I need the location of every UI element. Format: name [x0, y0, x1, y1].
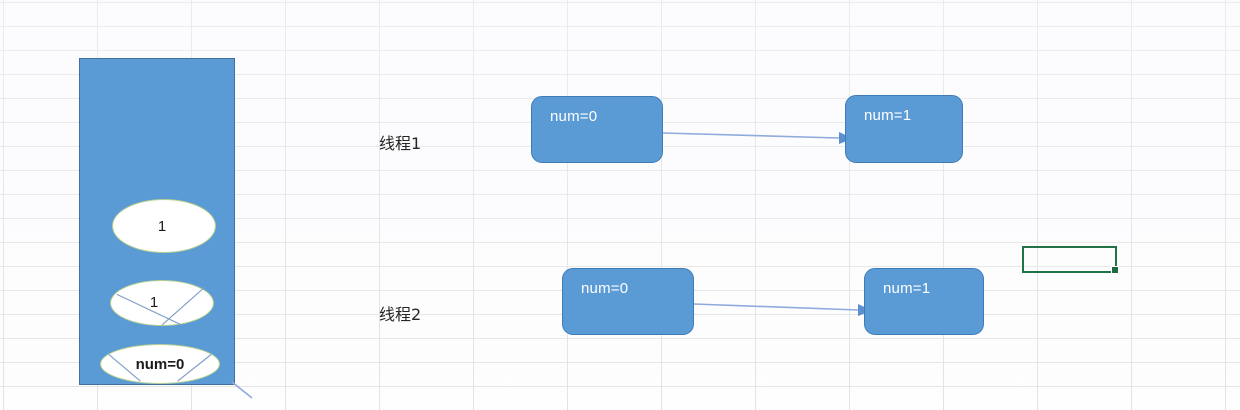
memory-ellipse-1[interactable]: 1: [112, 199, 216, 253]
thread-1-arrow: [662, 132, 853, 144]
thread-2-arrow: [693, 303, 872, 316]
thread-1-step-2[interactable]: num=1: [845, 95, 963, 163]
panel-tail-line: [231, 381, 253, 399]
memory-ellipse-2[interactable]: 1: [110, 280, 214, 326]
thread-2-step-1[interactable]: num=0: [562, 268, 694, 335]
memory-ellipse-1-label: 1: [157, 217, 167, 235]
fill-handle[interactable]: [1111, 266, 1119, 274]
thread-1-label: 线程1: [379, 134, 422, 153]
selected-cell-range[interactable]: [1022, 246, 1117, 273]
thread-2-label: 线程2: [379, 305, 422, 324]
memory-ellipse-3-label: num=0: [135, 355, 185, 373]
thread-1-step-1[interactable]: num=0: [531, 96, 663, 163]
memory-ellipse-2-label: 1: [149, 293, 159, 311]
strikethrough-cross-icon: [116, 286, 206, 325]
thread-2-step-2[interactable]: num=1: [864, 268, 984, 335]
memory-ellipse-3[interactable]: num=0: [100, 344, 220, 384]
